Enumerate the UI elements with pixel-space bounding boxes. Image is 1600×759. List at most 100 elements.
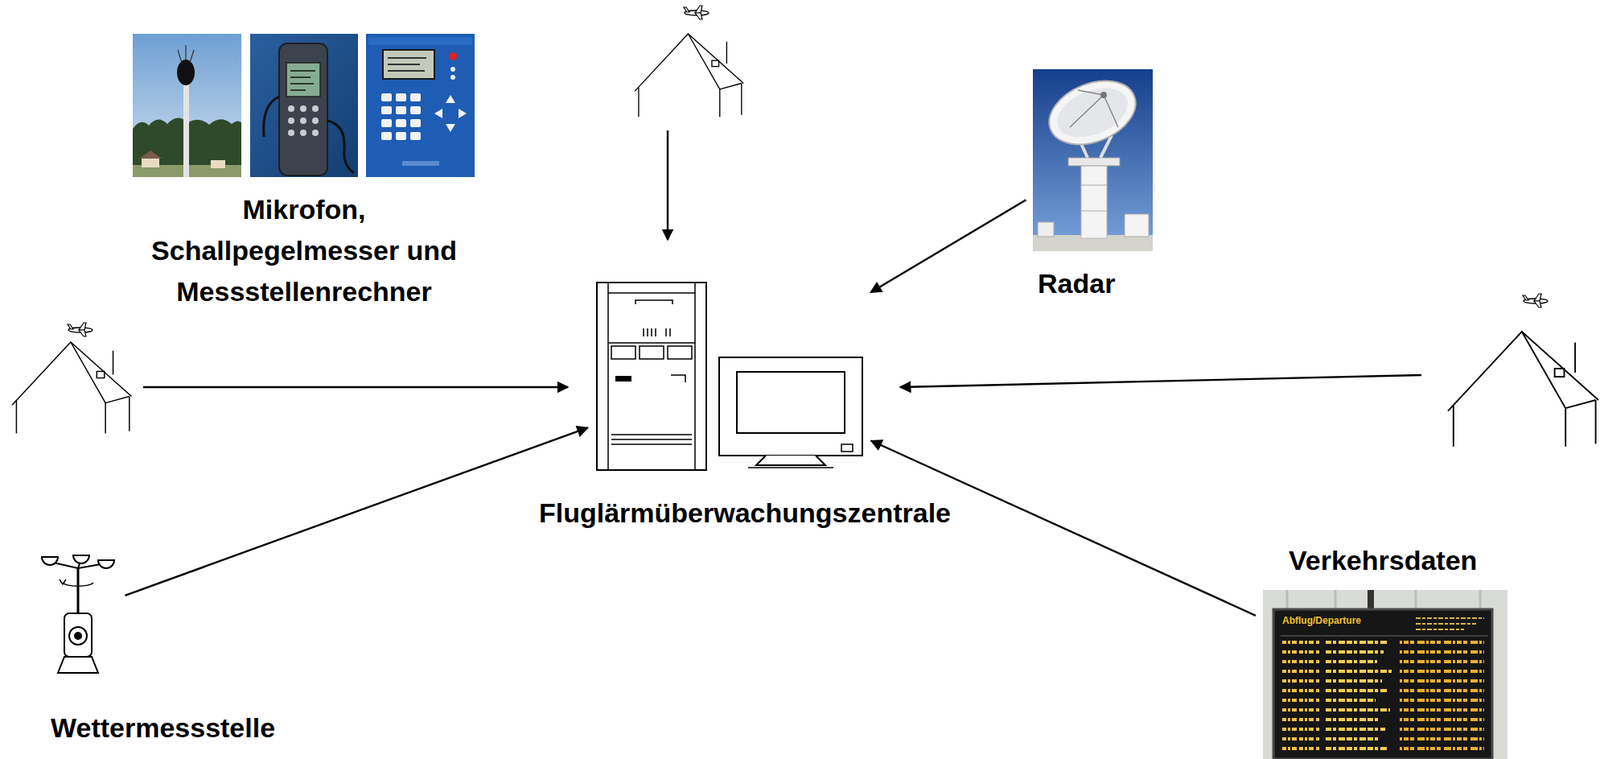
anemometer-symbol	[59, 579, 66, 585]
departure-board-photo	[1282, 641, 1320, 749]
departure-board-photo	[1280, 635, 1489, 637]
station-computer-photo	[445, 94, 456, 103]
computer-illustration	[643, 328, 671, 337]
sound-level-meter-photo	[263, 96, 280, 137]
node-label: Verkehrsdaten	[1288, 539, 1477, 581]
anemometer-symbol	[62, 582, 94, 586]
sound-level-meter-photo	[286, 62, 321, 97]
board-heading: Abflug/Departure	[1282, 614, 1362, 626]
sound-level-meter-photo	[250, 33, 358, 177]
house-icon	[12, 341, 132, 433]
monitoring-center-node: Fluglärmüberwachungszentrale	[596, 282, 863, 470]
radar-photo	[1068, 157, 1120, 166]
radar-photo	[1069, 90, 1119, 128]
radar-photo	[1032, 69, 1153, 251]
anemometer-symbol	[41, 555, 115, 673]
computer-illustration	[611, 345, 636, 359]
sound-level-meter-photo	[290, 70, 316, 91]
computer-illustration	[639, 345, 664, 359]
station-computer-photo	[368, 37, 473, 46]
microphone-photo	[132, 33, 242, 177]
sound-level-meter-photo	[287, 105, 295, 112]
station-computer-photo	[410, 106, 421, 115]
computer-illustration	[596, 282, 863, 470]
node-label: Wettermessstelle	[50, 707, 276, 749]
house-arrow	[143, 386, 568, 388]
house-icon	[1447, 331, 1599, 447]
house-icon	[634, 5, 744, 117]
sound-level-meter-photo	[287, 117, 295, 124]
station-computer-photo	[434, 108, 443, 119]
computer-illustration	[596, 282, 707, 470]
station-computer-photo	[395, 119, 407, 128]
node-label: Fluglärmüberwachungszentrale	[538, 492, 951, 534]
station-computer-photo	[402, 160, 440, 166]
microphone-photo	[177, 45, 194, 63]
anemometer-symbol	[73, 555, 90, 564]
microphone-photo	[210, 160, 226, 169]
house-arrow	[666, 130, 669, 240]
radar-photo	[1032, 69, 1153, 251]
anemometer-symbol	[77, 567, 80, 613]
station-computer-photo	[381, 93, 467, 140]
station-computer-photo	[381, 106, 392, 115]
microphone-photo	[139, 150, 162, 159]
house-icon	[67, 322, 93, 337]
radar-photo	[1124, 213, 1149, 237]
departure-board-photo	[1273, 608, 1493, 759]
station-computer-photo	[450, 66, 456, 72]
sound-level-meter-photo	[327, 120, 354, 173]
computer-illustration	[756, 455, 826, 465]
station-computer-photo	[395, 93, 407, 102]
radar-photo	[1049, 78, 1136, 148]
station-computer-photo	[410, 93, 421, 102]
sound-level-meter-photo	[287, 129, 295, 136]
sound-level-meter-photo	[312, 105, 319, 112]
radar-photo	[1081, 185, 1107, 211]
microphone-photo	[141, 157, 160, 168]
radar-photo	[1081, 160, 1107, 239]
computer-illustration	[608, 282, 696, 470]
departure-board-photo	[1262, 589, 1508, 759]
house-icon	[12, 322, 132, 433]
microphone-photo	[183, 77, 190, 177]
station-computer-photo	[410, 131, 421, 140]
departure-board-photo	[1415, 617, 1485, 630]
weather-station-node: Wettermessstelle	[38, 551, 118, 674]
computer-illustration	[611, 434, 692, 445]
computer-illustration	[841, 444, 853, 452]
departure-board-photo	[1399, 641, 1485, 749]
station-computer-photo	[395, 131, 407, 140]
computer-illustration	[616, 376, 631, 381]
house-arrow	[900, 374, 1422, 387]
sound-level-meter-photo	[312, 117, 319, 124]
anemometer-symbol	[64, 612, 92, 657]
sensor-node: Mikrofon, Schallpegelmesser und Messstel…	[132, 33, 475, 177]
house-icon	[683, 5, 709, 20]
station-computer-photo	[381, 119, 392, 128]
computer-illustration	[667, 345, 692, 359]
sound-level-meter-photo	[250, 33, 358, 177]
station-computer-photo	[458, 108, 467, 119]
station-computer-photo	[381, 131, 392, 140]
data-flow-arrow	[871, 440, 1256, 616]
house-icon	[1522, 293, 1548, 308]
station-computer-photo	[381, 93, 392, 102]
station-computer-photo	[410, 119, 421, 128]
station-computer-photo	[382, 49, 435, 79]
computer-illustration	[719, 357, 863, 456]
sound-level-meter-photo	[300, 117, 307, 124]
radar-photo	[1037, 222, 1054, 237]
sound-level-meter-photo	[300, 129, 307, 136]
anemometer-symbol	[74, 632, 82, 639]
sound-level-meter-photo	[300, 105, 307, 112]
computer-illustration	[670, 374, 686, 383]
departure-board-photo	[1325, 641, 1392, 749]
radar-node: Radar	[1032, 69, 1153, 251]
microphone-photo	[132, 33, 242, 177]
anemometer-symbol	[69, 626, 87, 645]
station-computer-photo	[395, 106, 407, 115]
station-computer-photo	[387, 57, 427, 71]
